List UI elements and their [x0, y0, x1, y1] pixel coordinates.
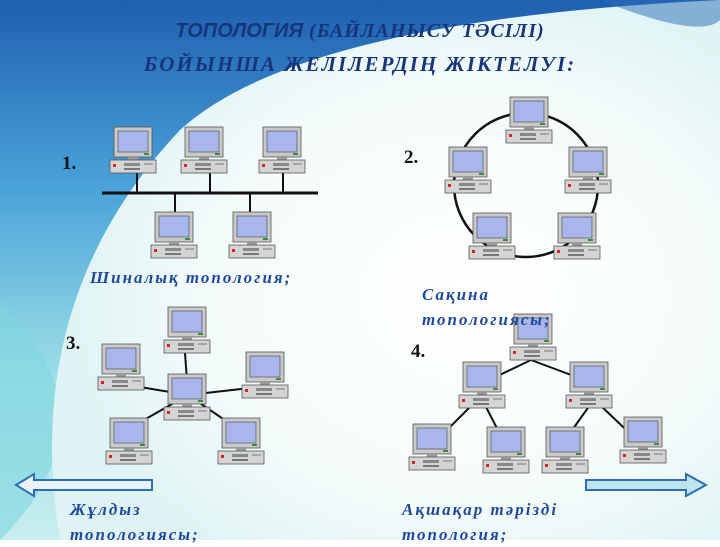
bus-computer: [109, 126, 157, 174]
bus-computer: [150, 211, 198, 259]
caption-bus: Шиналық топология;: [90, 268, 293, 287]
caption-ring-line-1: Сақина: [422, 285, 490, 304]
bus-topology: [102, 126, 318, 259]
right-arrow-icon[interactable]: [584, 472, 708, 498]
star-hub-computer: [163, 373, 211, 421]
star-computer: [105, 417, 153, 465]
bus-computer: [228, 211, 276, 259]
title-line-1: ТОПОЛОГИЯ (БАЙЛАНЫСУ ТӘСІЛІ): [0, 20, 720, 43]
caption-tree: Ақшақар тәрізді топология;: [402, 497, 558, 547]
star-topology: [97, 306, 289, 465]
diagram-number-3: 3.: [66, 333, 81, 354]
star-computer: [163, 306, 211, 354]
caption-star-line-1: Жұлдыз: [70, 500, 142, 519]
diagram-number-2: 2.: [404, 147, 419, 168]
caption-star: Жұлдыз топологиясы;: [70, 497, 200, 547]
tree-computer: [619, 416, 667, 464]
star-computer: [97, 343, 145, 391]
ring-computer: [468, 212, 516, 260]
ring-topology: [444, 96, 612, 260]
caption-ring: Сақина топологиясы;: [422, 282, 552, 332]
bus-computer: [258, 126, 306, 174]
caption-star-line-2: топологиясы;: [70, 525, 200, 544]
bus-computer: [180, 126, 228, 174]
title-line-2: БОЙЫНША ЖЕЛІЛЕРДІҢ ЖІКТЕЛУІ:: [143, 52, 577, 76]
title-line-1-rest: (БАЙЛАНЫСУ ТӘСІЛІ): [303, 20, 545, 42]
caption-tree-line-1: Ақшақар тәрізді: [402, 500, 559, 519]
ring-computer: [553, 212, 601, 260]
diagram-number-4: 4.: [411, 341, 426, 362]
ring-computer: [444, 146, 492, 194]
star-computer: [241, 351, 289, 399]
star-computer: [217, 417, 265, 465]
ring-computer: [564, 146, 612, 194]
tree-computer: [565, 361, 613, 409]
tree-computer: [541, 426, 589, 474]
caption-ring-line-2: топологиясы;: [422, 310, 552, 329]
diagram-number-1: 1.: [62, 153, 77, 174]
left-arrow-icon[interactable]: [14, 472, 154, 498]
ring-computer: [505, 96, 553, 144]
tree-computer: [408, 423, 456, 471]
tree-computer: [482, 426, 530, 474]
caption-tree-line-2: топология;: [402, 525, 509, 544]
tree-computer: [458, 361, 506, 409]
title-topology-word: ТОПОЛОГИЯ: [175, 20, 304, 42]
tree-topology: [408, 313, 667, 474]
